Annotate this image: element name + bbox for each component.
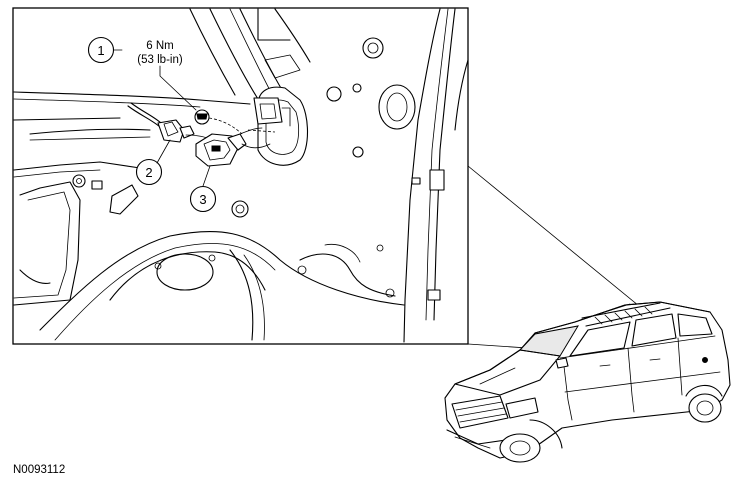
callout-2: 2: [135, 139, 171, 186]
front-wheel: [499, 433, 541, 463]
detail-inset: 1 6 Nm (53 lb-in) 2 3: [12, 7, 469, 345]
headlamp: [505, 397, 539, 419]
sensor-bolt: [194, 109, 276, 135]
callout-1-number: 1: [97, 43, 104, 58]
callout-3-bubble: [189, 185, 217, 213]
front-door-window: [569, 321, 631, 357]
callout-1-torque-nm: 6 Nm: [146, 40, 173, 52]
callout-3-number: 3: [199, 192, 206, 207]
callout-1-leader: [159, 65, 197, 111]
roof-rack: [581, 302, 671, 327]
callout-2-number: 2: [145, 165, 152, 180]
callout-2-leader: [156, 139, 171, 164]
rear-door-window: [631, 313, 677, 347]
callout-3: 3: [189, 165, 217, 213]
callout-1-bubble: [87, 36, 115, 64]
callout-1: 1 6 Nm (53 lb-in): [87, 36, 197, 111]
callout-1-torque-lbin: (53 lb-in): [137, 54, 183, 66]
rear-wheel: [688, 393, 722, 423]
vehicle-overview: [444, 301, 731, 463]
side-mirror: [555, 357, 569, 369]
detail-frame: [12, 7, 469, 345]
sensor-component: [195, 127, 271, 167]
callout-3-leader: [202, 165, 211, 187]
figure-id: N0093112: [13, 464, 65, 476]
body-panel-lines: [13, 8, 469, 343]
component-location-dot: [702, 357, 708, 363]
callout-2-bubble: [135, 158, 163, 186]
quarter-window: [677, 313, 713, 337]
electrical-connector: [127, 102, 213, 143]
